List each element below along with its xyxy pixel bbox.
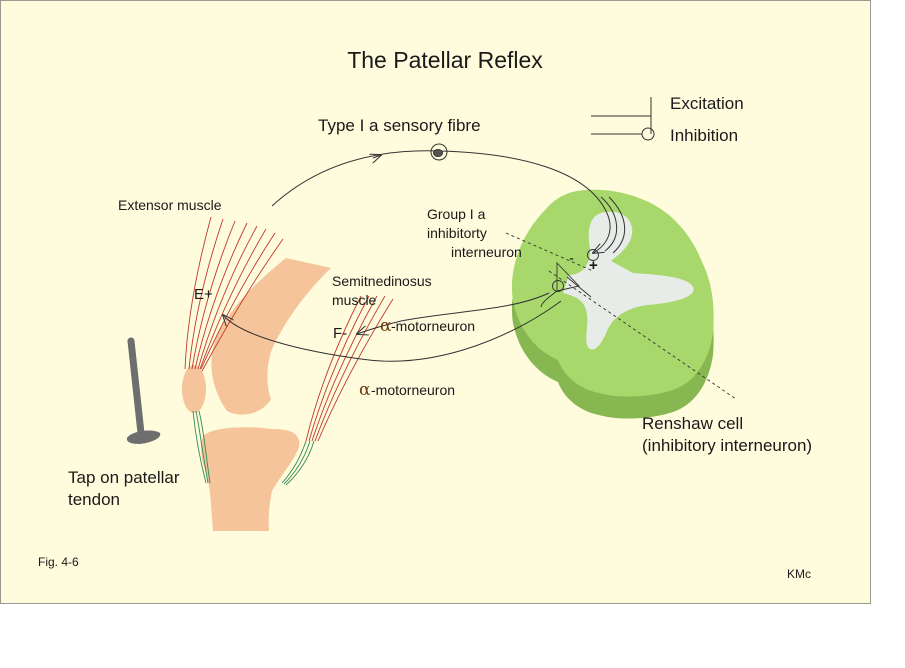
interneuron-label-line-1: Group I a [427, 206, 486, 222]
alpha-symbol-1: α [380, 316, 392, 336]
patella-bone [182, 365, 206, 413]
minus-sign: - [569, 250, 574, 267]
renshaw-cell-label: Renshaw cell [642, 414, 744, 433]
diagram-canvas [0, 0, 871, 604]
extensor-motorneuron-label: -motorneuron [371, 382, 456, 398]
sensory-fibre-label: Type I a sensory fibre [318, 116, 481, 135]
semitendinosus-label-line-1: Semitnedinosus [332, 273, 432, 289]
renshaw-cell-description: (inhibitory interneuron) [642, 436, 813, 455]
flexor-motorneuron-label: -motorneuron [391, 318, 476, 334]
extensor-muscle-fibres [184, 216, 284, 484]
extensor-excitation-sign: E+ [194, 286, 213, 303]
interneuron-label-line-2: inhibitorty [427, 225, 487, 241]
sensory-fibre-path [271, 143, 626, 253]
reflex-hammer [126, 337, 161, 444]
semitendinosus-label-line-2: muscle [332, 292, 377, 308]
extensor-motorneuron-path [223, 300, 562, 362]
flexor-motorneuron-path [357, 292, 550, 334]
extensor-muscle-label: Extensor muscle [118, 197, 222, 213]
interneuron-label-line-3: interneuron [451, 244, 522, 260]
flexor-inhibition-sign: F- [333, 325, 348, 342]
legend-inhibition-symbol [591, 127, 655, 141]
author-credit: KMc [787, 567, 811, 581]
spinal-cord [511, 189, 714, 419]
tibia-bone [201, 427, 300, 531]
diagram-title: The Patellar Reflex [347, 47, 543, 73]
flexor-muscle-fibres [281, 295, 394, 486]
tap-label-line-1: Tap on patellar [68, 468, 180, 487]
femur-bone [211, 258, 331, 415]
legend-inhibition-label: Inhibition [670, 126, 739, 145]
tap-label-line-2: tendon [68, 490, 120, 509]
renshaw-cell-pathway [505, 232, 737, 400]
legend-excitation-symbol [591, 97, 652, 134]
plus-sign: + [589, 257, 598, 274]
legend-excitation-label: Excitation [670, 94, 744, 113]
alpha-symbol-2: α [359, 380, 371, 400]
figure-number: Fig. 4-6 [38, 555, 79, 569]
